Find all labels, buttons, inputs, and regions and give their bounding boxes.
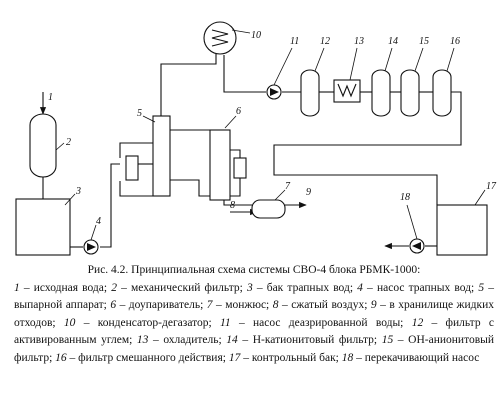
legend-num: 18: [341, 351, 354, 364]
legend-text: – механический фильтр;: [116, 281, 247, 294]
legend-text: – ОН-анионитовый фильтр;: [14, 334, 494, 364]
caption-legend: 1 – исходная вода; 2 – механический филь…: [14, 282, 494, 364]
label-5: 5: [137, 108, 142, 119]
legend-text: – монжюс;: [212, 299, 273, 312]
legend-num: 7: [206, 299, 213, 312]
legend-text: – Н-катионитовый фильтр;: [237, 334, 382, 347]
activated-carbon-filter: [300, 69, 320, 117]
caption-title: Рис. 4.2. Принципиальная схема системы С…: [87, 264, 421, 276]
legend-num: 9: [370, 299, 377, 312]
label-8: 8: [230, 200, 235, 211]
process-flow-diagram: 1 2 3 4 5 6 7 8 9 10 11 12 13 14 15 16 1…: [15, 21, 497, 256]
legend-text: – фильтр с активированным углем;: [14, 316, 494, 347]
legend-num: 16: [55, 351, 67, 364]
mechanical-filter: [29, 113, 57, 178]
legend-num: 13: [136, 334, 149, 347]
label-9: 9: [306, 187, 311, 198]
label-16: 16: [450, 36, 460, 47]
legend-text: – насос трапных вод;: [362, 281, 479, 294]
label-2: 2: [66, 137, 71, 148]
legend-text: – конденсатор-дегазатор;: [75, 316, 220, 329]
oh-anion-filter: [400, 69, 420, 117]
montejus: [251, 199, 286, 219]
legend-text: – охладитель;: [148, 334, 227, 347]
legend-num: 3: [246, 281, 253, 294]
legend-num: 2: [111, 281, 117, 294]
evaporator-heater: [125, 155, 139, 181]
legend-num: 15: [381, 334, 394, 347]
legend-num: 10: [63, 316, 76, 329]
legend-num: 14: [226, 334, 238, 347]
label-4: 4: [96, 216, 101, 227]
legend-text: – бак трапных вод;: [252, 281, 358, 294]
label-6: 6: [236, 106, 241, 117]
legend-text: – выпарной аппарат;: [14, 281, 494, 312]
legend-num: 8: [272, 299, 279, 312]
evaporator: [152, 115, 171, 197]
label-13: 13: [354, 36, 364, 47]
label-15: 15: [419, 36, 429, 47]
drain-water-tank: [15, 198, 71, 256]
pipelines: [39, 54, 462, 250]
label-18: 18: [400, 192, 410, 203]
label-1: 1: [48, 92, 53, 103]
condenser-degasser: [203, 21, 237, 55]
label-17: 17: [486, 181, 497, 192]
control-tank: [436, 204, 488, 256]
legend-text: – сжатый воздух;: [278, 299, 371, 312]
drain-water-pump: [83, 239, 99, 255]
label-12: 12: [320, 36, 330, 47]
legend-text: – перекачивающий насос: [353, 351, 480, 364]
legend-text: – доупариватель;: [116, 299, 207, 312]
legend-num: 6: [110, 299, 117, 312]
legend-text: – насос деазрированной воды;: [230, 316, 412, 329]
label-10: 10: [251, 30, 261, 41]
after-evaporator: [209, 129, 231, 201]
cooler: [333, 79, 361, 103]
leader-lines: [55, 29, 486, 241]
legend-num: 11: [220, 316, 231, 329]
figure-caption: Рис. 4.2. Принципиальная схема системы С…: [14, 262, 494, 368]
legend-num: 4: [357, 281, 363, 294]
transfer-pump: [409, 238, 425, 254]
h-cation-filter: [371, 69, 391, 117]
label-11: 11: [290, 36, 299, 47]
label-14: 14: [388, 36, 398, 47]
label-7: 7: [285, 181, 291, 192]
mixed-bed-filter: [432, 69, 452, 117]
legend-num: 17: [228, 351, 241, 364]
legend-num: 5: [478, 281, 485, 294]
legend-num: 12: [411, 316, 424, 329]
legend-num: 1: [14, 281, 20, 294]
legend-text: – в хранилище жидких отходов;: [14, 299, 494, 329]
legend-text: – контрольный бак;: [240, 351, 342, 364]
legend-text: – фильтр смешанного действия;: [66, 351, 229, 364]
label-3: 3: [75, 186, 81, 197]
deaerated-water-pump: [266, 84, 282, 100]
legend-text: – исходная вода;: [19, 281, 112, 294]
after-evaporator-heater: [233, 157, 247, 179]
